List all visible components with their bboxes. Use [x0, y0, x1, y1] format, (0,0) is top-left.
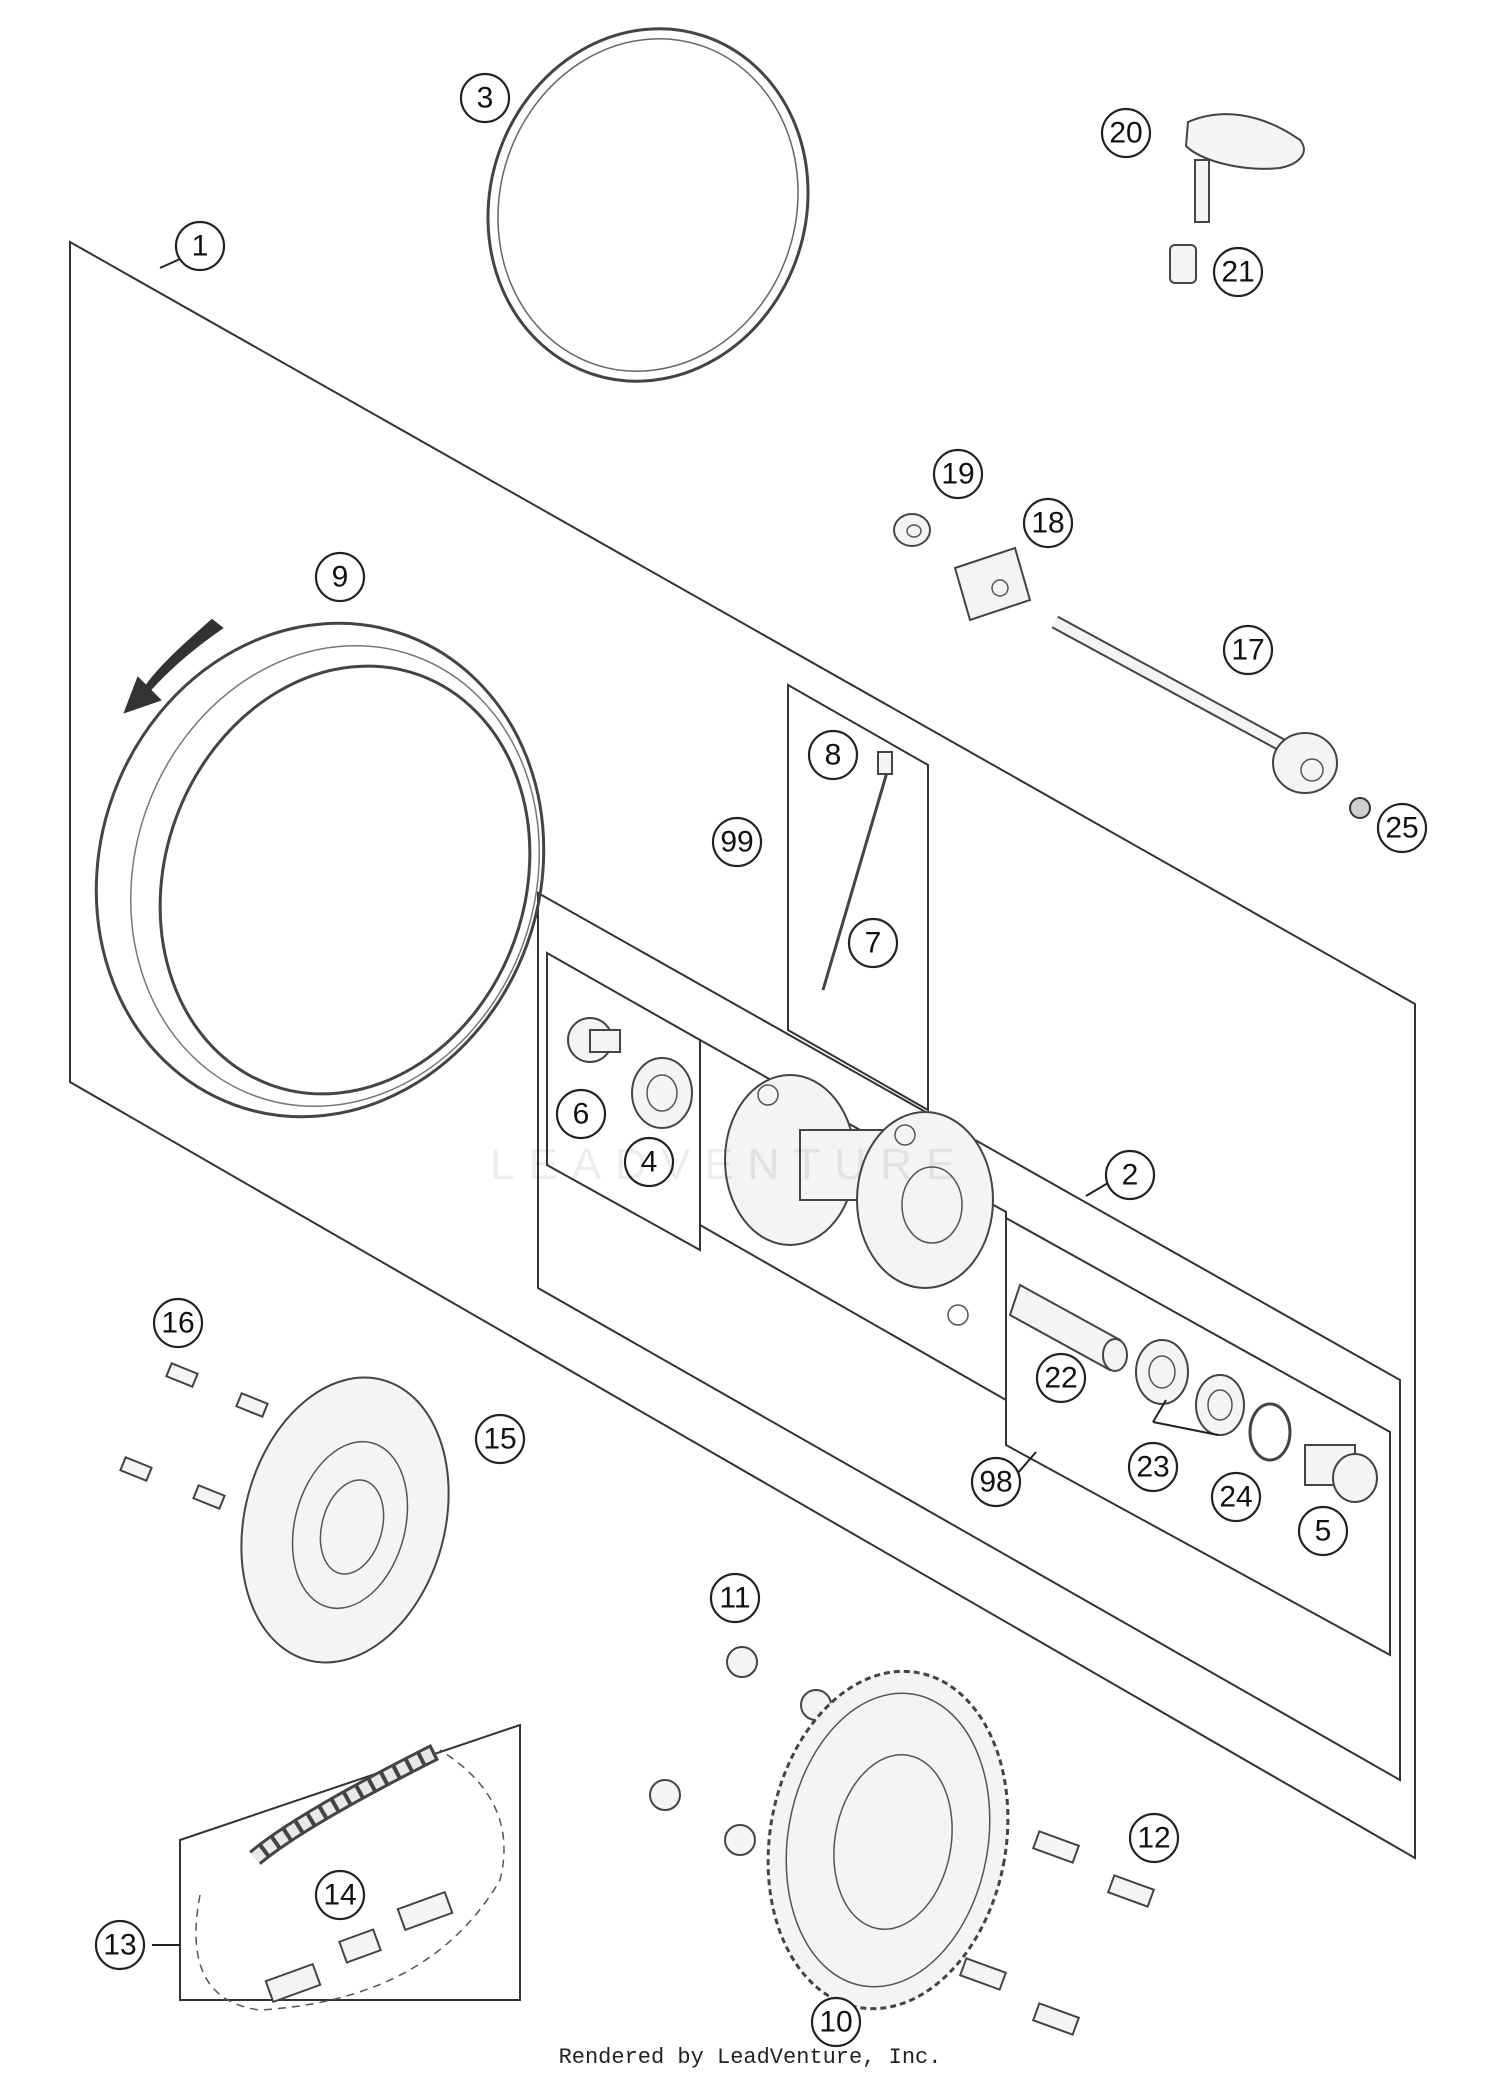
svg-text:13: 13	[103, 1929, 136, 1962]
callout-14: 14	[314, 1869, 366, 1921]
callout-5: 5	[1297, 1505, 1349, 1557]
callout-19: 19	[932, 448, 984, 500]
axle-part	[1051, 615, 1338, 794]
brake-disc-part	[240, 1376, 450, 1664]
svg-text:14: 14	[323, 1879, 356, 1912]
callout-6: 6	[555, 1088, 607, 1140]
callout-23: 23	[1127, 1441, 1179, 1493]
frame-wheel-assembly	[69, 240, 1416, 1860]
spacer-tube-part	[1008, 1283, 1128, 1372]
svg-text:12: 12	[1137, 1822, 1170, 1855]
frame-bearing-kit-right	[1005, 1216, 1391, 1657]
rotation-arrow-icon	[123, 618, 224, 714]
callout-17: 17	[1222, 624, 1274, 676]
svg-text:9: 9	[332, 561, 349, 594]
rim-part	[94, 621, 546, 1119]
svg-text:2: 2	[1122, 1159, 1139, 1192]
svg-text:21: 21	[1221, 256, 1254, 289]
callout-22: 22	[1035, 1352, 1087, 1404]
callout-18: 18	[1022, 497, 1074, 549]
sprocket-bolts-part	[958, 1830, 1156, 2036]
svg-text:19: 19	[941, 458, 974, 491]
grease-nipple-part	[1349, 797, 1371, 819]
callout-7: 7	[847, 917, 899, 969]
frame-bearing-kit-left	[546, 951, 701, 1252]
callout-21: 21	[1212, 246, 1264, 298]
svg-text:4: 4	[641, 1146, 658, 1179]
valve-tool-part	[1184, 113, 1305, 223]
svg-text:6: 6	[573, 1098, 590, 1131]
chain-part	[195, 1743, 505, 2011]
svg-text:3: 3	[477, 82, 494, 115]
svg-text:22: 22	[1044, 1362, 1077, 1395]
callout-10: 10	[810, 1996, 862, 2048]
callout-25: 25	[1376, 802, 1428, 854]
svg-text:8: 8	[825, 739, 842, 772]
rim-band-inner	[497, 38, 799, 372]
spacer-left-part	[567, 1017, 621, 1063]
callout-20: 20	[1100, 107, 1152, 159]
frame-hub-assembly	[537, 891, 1401, 1782]
callout-9: 9	[314, 551, 366, 603]
svg-text:18: 18	[1031, 507, 1064, 540]
svg-text:24: 24	[1219, 1481, 1252, 1514]
callout-8: 8	[807, 729, 859, 781]
spoke-nipple-part	[877, 751, 893, 775]
render-credit-footer: Rendered by LeadVenture, Inc.	[558, 2045, 942, 2070]
watermark-text: LEADVENTURE	[490, 1140, 970, 1189]
spoke-part	[821, 761, 892, 991]
valve-core-part	[1169, 244, 1197, 284]
svg-text:20: 20	[1109, 117, 1142, 150]
svg-text:16: 16	[161, 1307, 194, 1340]
callout-13: 13	[94, 1919, 146, 1971]
callout-11: 11	[709, 1572, 761, 1624]
frame-spoke-set	[787, 683, 929, 1112]
callout-12: 12	[1128, 1812, 1180, 1864]
svg-text:17: 17	[1231, 634, 1264, 667]
callout-16: 16	[152, 1297, 204, 1349]
brake-disc-bolts-part	[119, 1361, 269, 1511]
svg-text:7: 7	[865, 927, 882, 960]
svg-text:10: 10	[819, 2006, 852, 2039]
svg-text:1: 1	[192, 230, 209, 263]
callout-98: 98	[970, 1456, 1022, 1508]
axle-nut-part	[893, 513, 931, 547]
bearing-right-part	[1135, 1339, 1245, 1436]
circlip-part	[1248, 1402, 1292, 1462]
svg-text:23: 23	[1136, 1451, 1169, 1484]
svg-text:11: 11	[719, 1582, 750, 1615]
spacer-right-part	[1304, 1444, 1378, 1503]
callout-1: 1	[174, 220, 226, 272]
rim-band-part	[486, 27, 810, 383]
svg-text:98: 98	[979, 1466, 1012, 1499]
bearing-left-part	[631, 1057, 693, 1129]
sprocket-part	[766, 1669, 1010, 2011]
callout-4: 4	[623, 1136, 675, 1188]
svg-text:5: 5	[1315, 1515, 1332, 1548]
callout-24: 24	[1210, 1471, 1262, 1523]
sprocket-nuts-part	[649, 1646, 832, 1856]
svg-text:99: 99	[720, 826, 753, 859]
callout-2: 2	[1104, 1149, 1156, 1201]
callout-99: 99	[711, 816, 763, 868]
chain-adjuster-part	[953, 546, 1032, 622]
svg-text:25: 25	[1385, 812, 1418, 845]
hub-part	[724, 1074, 994, 1326]
callout-3: 3	[459, 72, 511, 124]
callout-15: 15	[474, 1413, 526, 1465]
svg-text:15: 15	[483, 1423, 516, 1456]
